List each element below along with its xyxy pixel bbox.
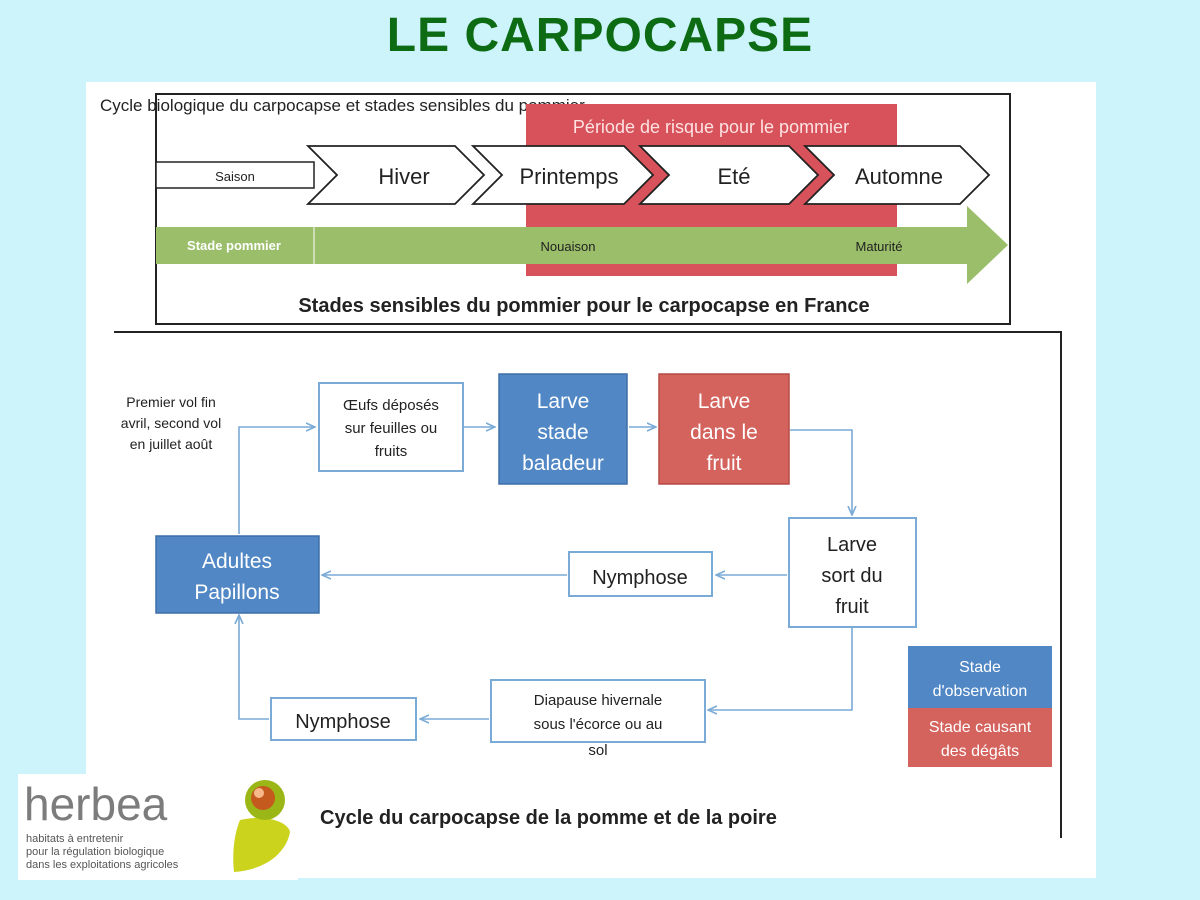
- node-eggs-line-2: sur feuilles ou: [345, 420, 438, 437]
- diagram-panel: Cycle biologique du carpocapse et stades…: [86, 82, 1096, 878]
- node-diapause-line-3: sol: [588, 742, 607, 759]
- node-nymphosis-upper: [568, 551, 713, 597]
- logo-tagline-line-2: pour la régulation biologique: [26, 846, 164, 858]
- herbea-logo: herbea habitats à entretenir pour la rég…: [18, 774, 298, 880]
- diagram-canvas: Cycle biologique du carpocapse et stades…: [100, 93, 1062, 838]
- legend-damage: [908, 708, 1052, 767]
- connector-adults-to-eggs: [238, 427, 315, 534]
- legend-observation: [908, 646, 1052, 708]
- season-chevron-ete: [637, 145, 820, 205]
- season-label-box: [155, 161, 315, 189]
- node-nymphosis-lower-label: Nymphose: [295, 711, 391, 733]
- flight-note-line-1: Premier vol fin: [126, 394, 215, 410]
- risk-period-label: Période de risque pour le pommier: [573, 117, 849, 137]
- connector-nymphose-to-adults-lower: [239, 615, 269, 720]
- season-ete: Eté: [717, 164, 750, 189]
- season-automne: Automne: [855, 164, 943, 189]
- node-larva-wandering: [498, 373, 628, 485]
- legend-damage-line-2: des dégâts: [941, 743, 1019, 760]
- node-larva-wandering-line-3: baladeur: [522, 452, 604, 475]
- node-larva-in-fruit-line-2: dans le: [690, 421, 758, 444]
- season-hiver: Hiver: [378, 164, 429, 189]
- legend-observation-line-2: d'observation: [933, 683, 1028, 700]
- node-larva-exits-line-1: Larve: [827, 534, 877, 556]
- legend-damage-line-1: Stade causant: [929, 719, 1032, 736]
- season-printemps: Printemps: [519, 164, 618, 189]
- node-larva-wandering-line-2: stade: [537, 421, 588, 444]
- node-larva-in-fruit-line-3: fruit: [706, 452, 741, 475]
- legend-observation-line-1: Stade: [959, 659, 1001, 676]
- logo-ball-inner: [251, 786, 275, 810]
- top-diagram-caption: Cycle biologique du carpocapse et stades…: [100, 96, 585, 115]
- node-diapause: [490, 679, 706, 743]
- node-diapause-line-2: sous l'écorce ou au: [534, 716, 663, 733]
- node-nymphosis-upper-label: Nymphose: [592, 567, 688, 589]
- top-diagram-frame: [155, 93, 1011, 325]
- node-diapause-line-1: Diapause hivernale: [534, 692, 662, 709]
- logo-tagline-line-3: dans les exploitations agricoles: [26, 859, 179, 871]
- node-larva-wandering-line-1: Larve: [537, 390, 590, 413]
- node-larva-exits: [788, 517, 917, 628]
- flight-note-line-3: en juillet août: [130, 436, 213, 452]
- stage-marker-nouaison: Nouaison: [541, 239, 596, 254]
- node-adults: [155, 535, 320, 614]
- season-label: Saison: [215, 169, 255, 184]
- stage-arrow: [156, 206, 1008, 284]
- season-chevron-automne: [802, 145, 991, 205]
- stage-label: Stade pommier: [187, 238, 281, 253]
- node-adults-line-2: Papillons: [194, 581, 279, 604]
- node-larva-exits-line-3: fruit: [835, 596, 869, 618]
- node-larva-in-fruit: [658, 373, 790, 485]
- page-title: LE CARPOCAPSE: [386, 9, 814, 62]
- logo-leaf-shape: [233, 817, 290, 872]
- logo-ball-highlight: [254, 788, 264, 798]
- cycle-connectors: [239, 427, 852, 719]
- flight-note-line-2: avril, second vol: [121, 415, 221, 431]
- node-eggs-line-3: fruits: [375, 443, 408, 460]
- cycle-diagram-title: Cycle du carpocapse de la pomme et de la…: [320, 807, 777, 829]
- node-adults-line-1: Adultes: [202, 550, 272, 573]
- connector-fruit-to-exit: [790, 429, 852, 515]
- node-larva-exits-line-2: sort du: [821, 565, 882, 587]
- node-larva-in-fruit-line-1: Larve: [698, 390, 751, 413]
- node-eggs-line-1: Œufs déposés: [343, 397, 439, 414]
- connector-exit-to-diapause: [708, 628, 853, 710]
- logo-tagline-line-1: habitats à entretenir: [26, 833, 124, 845]
- cycle-diagram-frame: [114, 331, 1062, 838]
- logo-wordmark: herbea: [24, 778, 168, 830]
- node-nymphosis-lower: [270, 697, 417, 741]
- top-diagram-title: Stades sensibles du pommier pour le carp…: [298, 295, 869, 317]
- stage-marker-maturite: Maturité: [856, 239, 903, 254]
- season-chevron-hiver: [305, 145, 486, 205]
- season-chevron-printemps: [470, 145, 655, 205]
- node-eggs: [318, 382, 464, 472]
